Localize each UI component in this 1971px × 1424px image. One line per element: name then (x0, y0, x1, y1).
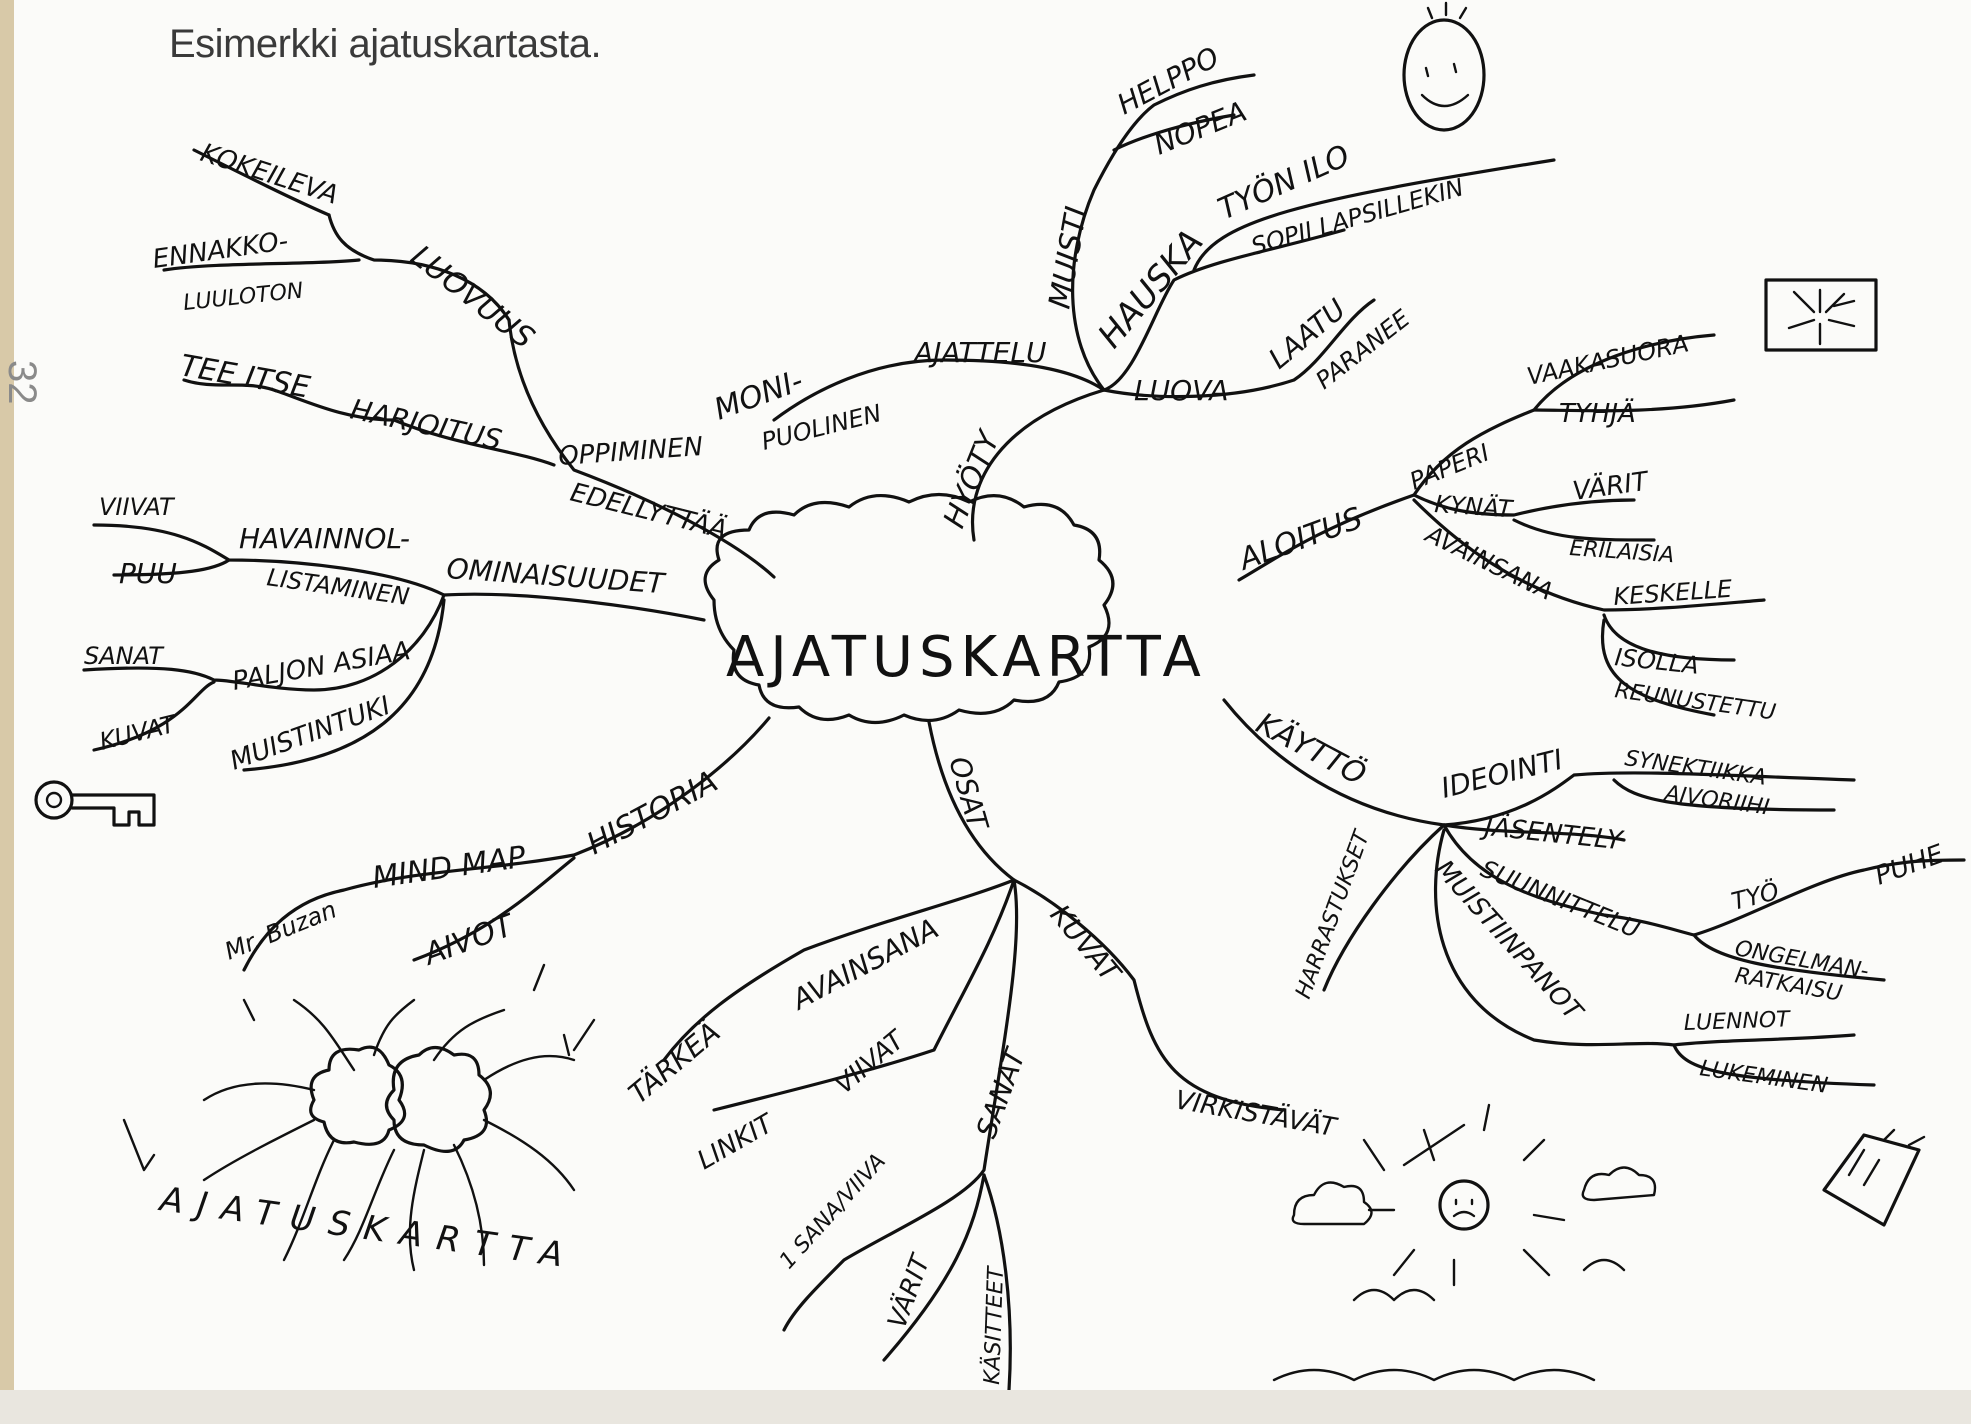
label-historia: HISTORIA (581, 764, 723, 862)
labels-right: ALOITUS PAPERI VAAKASUORA TYHJÄ KYNÄT VÄ… (1233, 329, 1777, 725)
label-tee-itse: TEE ITSE (178, 348, 313, 405)
label-kuvat-center: KUVAT (1044, 898, 1128, 989)
label-aloitus: ALOITUS (1233, 501, 1367, 578)
sun-drawing-icon (1764, 278, 1878, 352)
label-varit-right: VÄRIT (1571, 464, 1652, 506)
labels-left: VIIVAT HAVAINNOL- PUU LISTAMINEN OMINAIS… (84, 493, 667, 777)
label-sanat-center: SANAT (970, 1043, 1033, 1143)
label-synektiikka: SYNEKTIIKKA (1623, 746, 1768, 791)
label-luovuus: LUOVUUS (404, 239, 540, 356)
label-ajatuskartta-arc: AJATUSKARTTA (156, 1179, 580, 1277)
label-moni: MONI- (710, 363, 808, 427)
label-avainsana-right: AVAINSANA (1420, 519, 1558, 605)
label-reunustettu: REUNUSTETTU (1613, 678, 1777, 725)
label-havainnol: HAVAINNOL- (239, 522, 410, 555)
label-isolla: ISOLLA (1613, 643, 1700, 680)
label-mind-map: MIND MAP (370, 840, 529, 896)
label-tarkea: TÄRKEÄ (622, 1015, 726, 1110)
label-kokeileva: KOKEILEVA (197, 138, 342, 211)
label-kuvat-left: KUVAT (97, 709, 181, 755)
label-ennakko: ENNAKKO- (151, 226, 290, 275)
label-jasentely: JÄSENTELY (1478, 810, 1626, 857)
label-oppiminen: OPPIMINEN (557, 432, 704, 472)
label-luuloton: LUULOTON (182, 279, 305, 316)
label-paljon-asiaa: PALJON ASIAA (230, 636, 413, 697)
label-linkit: LINKIT (693, 1108, 781, 1176)
figure-caption: Esimerkki ajatuskartasta. (169, 22, 602, 66)
label-hauska: HAUSKA (1090, 222, 1211, 356)
label-ideointi: IDEOINTI (1438, 743, 1566, 805)
label-nopea: NOPEA (1149, 95, 1251, 162)
label-puhe: PUHE (1871, 839, 1948, 892)
branch-lines (82, 73, 1966, 1390)
page: Esimerkki ajatuskartasta. 32 AJATUSKARTT… (0, 0, 1971, 1390)
label-luova: LUOVA (1134, 374, 1229, 407)
labels-upper-left: KOKEILEVA ENNAKKO- LUULOTON LUOVUUS TEE … (151, 138, 731, 545)
sun-face-icon (1402, 1, 1486, 132)
page-bottom-edge (0, 1390, 1971, 1424)
label-kasitteet: KÄSITTEET (979, 1265, 1009, 1385)
label-tyhja: TYHJÄ (1559, 397, 1636, 429)
label-puu: PUU (119, 557, 177, 590)
label-puolinen: PUOLINEN (759, 399, 885, 456)
label-muisti: MUISTI (1042, 204, 1094, 312)
center-label: AJATUSKARTTA (726, 625, 1207, 690)
label-luennot: LUENNOT (1683, 1007, 1791, 1036)
label-ajattelu: AJATTELU (912, 336, 1047, 369)
label-lukeminen: LUKEMINEN (1698, 1056, 1829, 1099)
label-yksi-sana: 1 SANA/VIIVA (775, 1149, 891, 1274)
brain-tree-icon (122, 963, 596, 1272)
label-viivat-left: VIIVAT (99, 493, 176, 521)
label-kaytto: KÄYTTÖ (1250, 705, 1372, 793)
mind-map: AJATUSKARTTA (34, 1, 1966, 1390)
labels-lower-right: KÄYTTÖ IDEOINTI SYNEKTIIKKA AIVORIIHI HA… (1250, 705, 1948, 1099)
label-kynat: KYNÄT (1434, 489, 1516, 524)
label-sanat-left: SANAT (84, 642, 165, 670)
label-hyoty: HYÖTY (936, 424, 1008, 533)
label-listaminen: LISTAMINEN (265, 563, 411, 611)
label-edellyttaa: EDELLYTTÄÄ (567, 476, 730, 546)
label-erilaisia: ERILAISIA (1569, 536, 1675, 568)
label-harrastukset: HARRASTUKSET (1291, 826, 1375, 1002)
center-cloud (703, 492, 1115, 725)
label-mr-buzan: Mr. Buzan (221, 895, 341, 965)
label-aivot: AIVOT (418, 907, 521, 973)
label-vaakasuora: VAAKASUORA (1524, 329, 1691, 391)
labels-top: HYÖTY MONI- PUOLINEN AJATTELU MUISTI HEL… (710, 40, 1467, 533)
label-varit-center: VÄRIT (881, 1249, 938, 1333)
label-paperi: PAPERI (1406, 438, 1494, 495)
label-harjoitus: HARJOITUS (348, 393, 505, 457)
label-tyo: TYÖ (1728, 876, 1781, 916)
key-icon (34, 780, 156, 827)
book-icon (1822, 1128, 1926, 1227)
sunshine-clouds-icon (1272, 1103, 1657, 1382)
label-virkistavat: VIRKISTÄVÄT (1173, 1083, 1341, 1143)
labels-lower-left: HISTORIA MIND MAP Mr. Buzan AIVOT AJATUS… (156, 764, 724, 1277)
